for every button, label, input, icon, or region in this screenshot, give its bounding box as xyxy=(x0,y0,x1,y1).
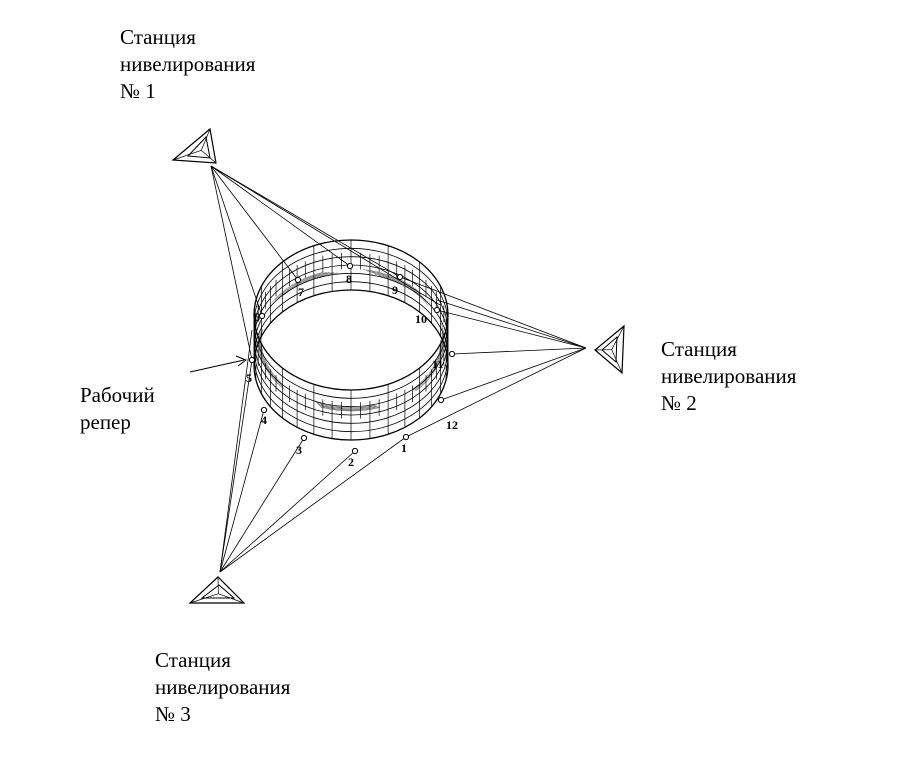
point-label: 11 xyxy=(432,357,443,371)
station-2-icon xyxy=(595,326,624,373)
station-2-label-line-1: Станция xyxy=(661,336,796,363)
benchmark-arrow xyxy=(190,356,246,372)
sight-line xyxy=(211,166,252,360)
station-leg xyxy=(612,326,624,350)
point-label: 5 xyxy=(246,371,252,385)
station-3-icon xyxy=(190,577,244,603)
sight-line xyxy=(220,438,304,572)
point-label: 6 xyxy=(254,310,260,324)
station-1-label-line-3: № 1 xyxy=(120,78,255,105)
station-2-label-line-3: № 2 xyxy=(661,390,796,417)
benchmark-label-line-1: Рабочий xyxy=(80,382,155,409)
point-label: 9 xyxy=(392,283,398,297)
sight-line xyxy=(211,166,350,266)
station-outer-triangle xyxy=(190,577,244,603)
point-marker xyxy=(295,277,300,282)
point-marker xyxy=(261,407,266,412)
station-instruments xyxy=(173,129,624,603)
point-label: 2 xyxy=(348,455,354,469)
sight-line xyxy=(220,437,406,572)
point-label: 3 xyxy=(296,443,302,457)
station-1-icon xyxy=(173,129,216,163)
sight-line xyxy=(220,451,355,572)
benchmark-arrow-shaft xyxy=(190,360,244,372)
sight-line xyxy=(452,348,586,354)
point-label: 7 xyxy=(298,285,304,299)
point-marker xyxy=(347,263,352,268)
sight-line xyxy=(437,300,586,348)
station-3-label: Станция нивелирования № 3 xyxy=(155,647,290,728)
tank-inner-line xyxy=(261,272,441,408)
sight-line xyxy=(220,360,252,572)
sight-line xyxy=(400,277,586,348)
point-label: 12 xyxy=(446,418,458,432)
point-marker xyxy=(301,435,306,440)
point-label: 8 xyxy=(346,272,352,286)
point-marker xyxy=(434,307,439,312)
point-marker xyxy=(259,313,264,318)
point-marker xyxy=(397,274,402,279)
point-marker xyxy=(438,397,443,402)
point-marker xyxy=(403,434,408,439)
sight-line xyxy=(441,348,586,400)
station-3-label-line-2: нивелирования xyxy=(155,674,290,701)
sight-line xyxy=(211,166,400,277)
station-1-label-line-2: нивелирования xyxy=(120,51,255,78)
point-label: 10 xyxy=(415,312,427,326)
benchmark-label-line-2: репер xyxy=(80,409,155,436)
point-marker xyxy=(352,448,357,453)
station-1-label: Станция нивелирования № 1 xyxy=(120,24,255,105)
station-2-label-line-2: нивелирования xyxy=(661,363,796,390)
benchmark-label: Рабочий репер xyxy=(80,382,155,436)
point-label: 1 xyxy=(401,441,407,455)
sight-line xyxy=(211,166,298,280)
sight-line xyxy=(220,330,252,572)
station-2-label: Станция нивелирования № 2 xyxy=(661,336,796,417)
tank-cylinder xyxy=(254,240,448,440)
station-3-label-line-3: № 3 xyxy=(155,701,290,728)
point-marker xyxy=(249,357,254,362)
point-label: 4 xyxy=(261,413,267,427)
sight-line xyxy=(437,310,586,348)
sight-line xyxy=(220,410,264,572)
point-marker xyxy=(449,351,454,356)
station-1-label-line-1: Станция xyxy=(120,24,255,51)
station-3-label-line-1: Станция xyxy=(155,647,290,674)
sight-line xyxy=(211,166,262,316)
station-leg xyxy=(173,150,201,160)
